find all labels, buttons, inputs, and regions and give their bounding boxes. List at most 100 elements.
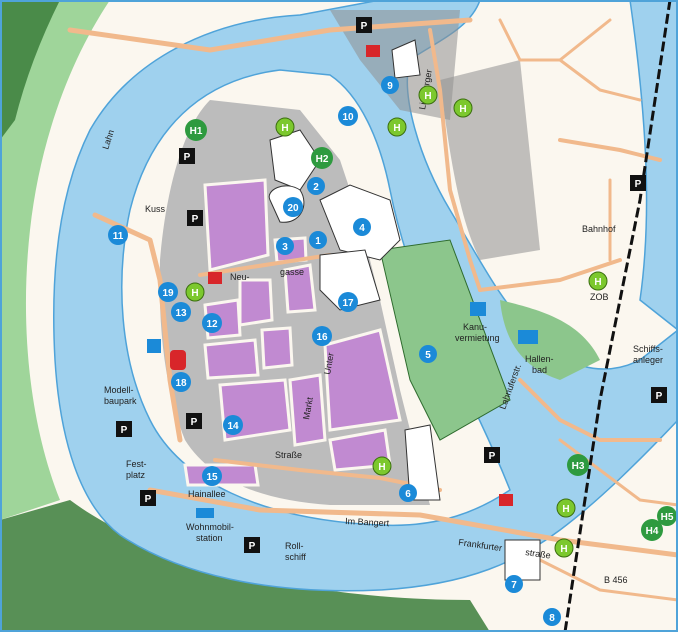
marker-4[interactable]: 4 — [353, 218, 371, 236]
parking-1[interactable]: P — [356, 17, 372, 33]
red-info-sign-icon[interactable] — [170, 350, 186, 370]
marker-2[interactable]: 2 — [307, 177, 325, 195]
marker-15[interactable]: 15 — [202, 466, 222, 486]
parking-signs[interactable]: P P P P P P P P P P — [116, 17, 667, 553]
svg-text:5: 5 — [425, 350, 431, 361]
marker-20[interactable]: 20 — [283, 197, 303, 217]
parking-9[interactable]: P — [244, 537, 260, 553]
marker-18[interactable]: 18 — [171, 372, 191, 392]
label-hallenbad2: bad — [532, 365, 547, 375]
marker-10[interactable]: 10 — [338, 106, 358, 126]
marker-11[interactable]: 11 — [108, 225, 128, 245]
svg-text:15: 15 — [206, 472, 218, 483]
bus-marker-h1[interactable]: H1 — [185, 119, 207, 141]
svg-text:H: H — [191, 288, 198, 299]
marker-9[interactable]: 9 — [381, 76, 399, 94]
kanu-icon — [470, 302, 486, 316]
label-roll: Roll- — [285, 541, 304, 551]
svg-text:P: P — [121, 425, 128, 436]
river-lahn — [53, 0, 678, 592]
svg-text:P: P — [184, 152, 191, 163]
marker-12[interactable]: 12 — [202, 313, 222, 333]
marker-16[interactable]: 16 — [312, 326, 332, 346]
label-kuss: Kuss — [145, 204, 166, 214]
svg-text:7: 7 — [511, 580, 517, 591]
parking-2[interactable]: P — [179, 148, 195, 164]
label-wohnmobil: Wohnmobil- — [186, 522, 234, 532]
svg-text:20: 20 — [287, 203, 299, 214]
marker-17[interactable]: 17 — [338, 292, 358, 312]
label-wohnmobil2: station — [196, 533, 223, 543]
info-icon[interactable] — [147, 339, 161, 353]
marker-19[interactable]: 19 — [158, 282, 178, 302]
old-town-blocks — [183, 178, 402, 487]
marker-1[interactable]: 1 — [309, 231, 327, 249]
bus-stop-2[interactable]: H — [418, 85, 438, 105]
svg-text:P: P — [361, 21, 368, 32]
label-strasse: Straße — [275, 450, 302, 460]
svg-text:H2: H2 — [316, 154, 329, 165]
label-kanu2: vermietung — [455, 333, 500, 343]
svg-text:H: H — [393, 123, 400, 134]
parking-8[interactable]: P — [484, 447, 500, 463]
bus-stop-4[interactable]: H — [453, 98, 473, 118]
bus-marker-h3[interactable]: H3 — [567, 454, 589, 476]
left-forest — [0, 0, 60, 140]
svg-text:17: 17 — [342, 298, 354, 309]
marker-6[interactable]: 6 — [399, 484, 417, 502]
poi-markers[interactable]: 1 2 3 4 5 6 7 8 9 10 11 12 13 14 15 16 1… — [108, 76, 561, 626]
svg-text:P: P — [656, 391, 663, 402]
parking-10[interactable]: P — [651, 387, 667, 403]
marker-14[interactable]: 14 — [223, 415, 243, 435]
svg-text:11: 11 — [113, 231, 124, 242]
svg-text:8: 8 — [549, 613, 555, 624]
parking-6[interactable]: P — [116, 421, 132, 437]
bus-stop-5[interactable]: H — [185, 282, 205, 302]
svg-text:H: H — [560, 544, 567, 555]
label-bahnhof: Bahnhof — [582, 224, 616, 234]
bus-marker-h4[interactable]: H4 — [641, 519, 663, 541]
svg-text:P: P — [145, 494, 152, 505]
svg-text:13: 13 — [175, 308, 187, 319]
label-zob: ZOB — [590, 292, 609, 302]
bus-stop-8[interactable]: H — [556, 498, 576, 518]
svg-text:P: P — [192, 214, 199, 225]
label-modell: Modell- — [104, 385, 134, 395]
svg-text:P: P — [635, 179, 642, 190]
marker-5[interactable]: 5 — [419, 345, 437, 363]
bus-line-markers[interactable]: H1 H2 H3 H4 H5 — [185, 119, 677, 541]
svg-text:14: 14 — [227, 421, 239, 432]
parking-3[interactable]: P — [187, 210, 203, 226]
bus-stop-7[interactable]: H — [372, 456, 392, 476]
label-schiffs: Schiffs- — [633, 344, 663, 354]
svg-text:H3: H3 — [572, 461, 585, 472]
svg-text:19: 19 — [162, 288, 174, 299]
marker-8[interactable]: 8 — [543, 608, 561, 626]
bus-stop-9[interactable]: H — [554, 538, 574, 558]
svg-text:12: 12 — [206, 319, 218, 330]
parking-7[interactable]: P — [140, 490, 156, 506]
marker-7[interactable]: 7 — [505, 575, 523, 593]
park-area — [379, 239, 511, 441]
bus-marker-h5[interactable]: H5 — [657, 506, 677, 526]
parking-5[interactable]: P — [186, 413, 202, 429]
bus-stop-3[interactable]: H — [387, 117, 407, 137]
svg-text:H: H — [281, 123, 288, 134]
label-schiffs2: anleger — [633, 355, 663, 365]
roads — [67, 17, 678, 602]
castle-buildings — [268, 39, 541, 581]
bus-stop-6[interactable]: H — [588, 271, 608, 291]
label-fest2: platz — [126, 470, 146, 480]
svg-text:9: 9 — [387, 81, 393, 92]
svg-text:16: 16 — [316, 332, 328, 343]
parking-4[interactable]: P — [630, 175, 646, 191]
bus-stops[interactable]: H H H H H H H H H — [185, 85, 608, 558]
river-right — [629, 0, 678, 331]
svg-text:P: P — [191, 417, 198, 428]
bus-stop-1[interactable]: H — [275, 117, 295, 137]
bus-marker-h2[interactable]: H2 — [311, 147, 333, 169]
label-kanu: Kanu- — [463, 322, 487, 332]
marker-13[interactable]: 13 — [171, 302, 191, 322]
marker-3[interactable]: 3 — [276, 237, 294, 255]
